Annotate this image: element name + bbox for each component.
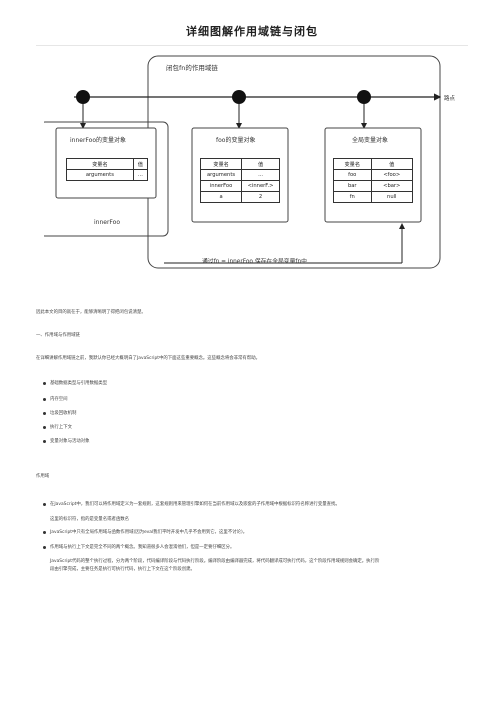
table-head: 变量名	[199, 158, 243, 170]
title-divider	[36, 45, 468, 46]
table-cell: ...	[241, 169, 280, 181]
table-cell: bar	[333, 180, 372, 192]
table-cell: <innerF.>	[241, 180, 280, 192]
sub-paragraph: JavaScript代码的整个执行过程，分为两个阶段，代码编译阶段与代码执行阶段…	[50, 559, 380, 564]
table-cell: foo	[333, 169, 372, 181]
section-heading-2: 作用域	[36, 474, 50, 479]
list-item: 变量对象与活动对象	[50, 439, 90, 444]
bullet-dot	[43, 440, 46, 443]
chain-node-3	[357, 90, 371, 104]
innerfoo-caption: innerFoo	[94, 219, 121, 226]
list-item: 执行上下文	[50, 425, 72, 430]
list-item: 基础数据类型与引用数据类型	[50, 381, 108, 386]
scope-chain-diagram: 闭包fn的作用域链 路点 innerFoo的变量对象 变量名值 argument…	[44, 54, 474, 274]
table-cell: a	[199, 191, 243, 203]
table-cell: arguments	[66, 169, 134, 181]
table-cell: <foo>	[370, 169, 414, 181]
table-head: 值	[132, 158, 149, 170]
bullet-dot	[43, 398, 46, 401]
list-item: 内存空间	[50, 397, 68, 402]
table-cell: arguments	[199, 169, 243, 181]
chain-node-2	[232, 90, 246, 104]
innerfoo-vo-table: 变量名值 arguments...	[66, 158, 149, 181]
bullet-dot	[43, 531, 46, 534]
bottom-arrow-label: 通过fn = innerFoo 保存在全局变量fn中	[202, 259, 307, 265]
sub-paragraph: 段由引擎完成，主要任务是执行可执行代码，执行上下文在这个阶段创建。	[50, 567, 195, 572]
list-item: 垃圾回收机制	[50, 411, 77, 416]
diagram-header: 闭包fn的作用域链	[166, 64, 218, 72]
section-heading-1: 一、作用域与作用域链	[36, 333, 80, 338]
bullet-dot	[43, 412, 46, 415]
table-cell: ...	[132, 169, 149, 181]
box-title-foo: foo的变量对象	[216, 137, 256, 144]
innerfoo-outer-box	[44, 121, 169, 237]
table-head: 值	[370, 158, 414, 170]
chain-node-1	[76, 90, 90, 104]
page-title: 详细图解作用域链与闭包	[186, 25, 318, 38]
table-head: 值	[241, 158, 280, 170]
table-cell: 2	[241, 191, 280, 203]
sub-paragraph: 这里的标识符，指的是变量名或者函数名	[50, 517, 130, 522]
box-title-innerfoo: innerFoo的变量对象	[70, 137, 127, 144]
box-title-global: 全局变量对象	[352, 137, 389, 144]
bullet-dot	[43, 382, 46, 385]
table-cell: null	[370, 191, 414, 203]
list-item: JavaScript中只有全局作用域与函数作用域(因为eval我们平时开发中几乎…	[50, 530, 248, 535]
bullet-dot	[43, 546, 46, 549]
section1-intro: 在详细讲解作用域链之前，我默认你已经大概明白了JavaScript中的下面这些重…	[36, 356, 260, 361]
arrow-label: 路点	[444, 96, 456, 102]
table-head: 变量名	[66, 158, 134, 170]
list-item: 在JavaScript中，我们可以将作用域定义为一套规则，这套规则用来管理引擎如…	[50, 502, 340, 507]
intro-paragraph: 因此本文的目的就在于，能够清晰明了得把闭包说清楚。	[36, 310, 146, 315]
table-cell: <bar>	[370, 180, 414, 192]
table-head: 变量名	[333, 158, 372, 170]
bullet-dot	[43, 426, 46, 429]
table-cell: innerFoo	[199, 180, 243, 192]
list-item: 作用域与执行上下文是完全不同的两个概念。我知道很多人会混淆他们，但是一定要仔细区…	[50, 545, 235, 550]
bullet-dot	[43, 503, 46, 506]
table-cell: fn	[333, 191, 372, 203]
